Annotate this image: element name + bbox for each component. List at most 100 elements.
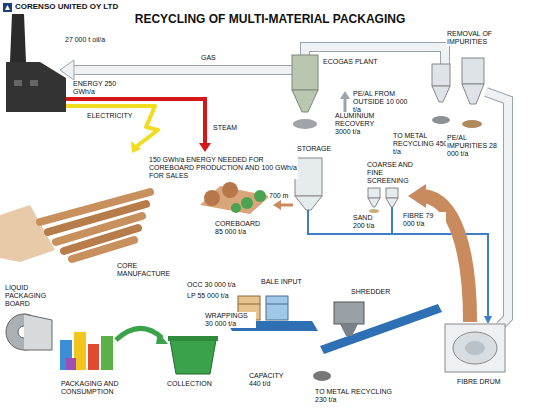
flow-label: COARSE AND FINE SCREENING <box>366 161 420 184</box>
fibre-arrow <box>408 184 470 322</box>
bale-conveyor <box>238 304 260 305</box>
flow-label: ALUMINIUM RECOVERY 3000 t/a <box>334 112 386 135</box>
flow-label: FIBRE DRUM <box>456 378 502 386</box>
flow-label: ECOGAS PLANT <box>322 58 378 66</box>
flow-label: COREBOARD 85 000 t/a <box>214 220 268 236</box>
pe-al-inlet-arrow <box>340 91 350 112</box>
storage-silo <box>295 158 322 196</box>
coreboard-machine <box>200 182 270 214</box>
flow-label: GAS <box>200 54 217 62</box>
stock-arrow <box>273 200 293 210</box>
screening-cyclones <box>368 188 380 198</box>
fibre-drum <box>445 324 505 372</box>
flow-label: FIBRE 79 000 t/a <box>402 212 446 228</box>
coreboard-machine <box>254 190 266 202</box>
gas-duct <box>60 47 445 80</box>
ecogas-cyclone <box>292 90 318 112</box>
cartons <box>101 336 113 370</box>
power-plant <box>10 14 26 62</box>
flow-label: BALE INPUT <box>260 278 303 286</box>
screening-cyclones <box>368 188 398 213</box>
flow-label: PE/AL FROM OUTSIDE 10 000 t/a <box>352 90 416 113</box>
reject-return-duct <box>486 92 508 326</box>
flow-label: LP 55 000 t/a <box>186 292 230 300</box>
cartons <box>88 344 99 370</box>
logo-mark <box>3 3 12 12</box>
gas-duct <box>72 65 292 75</box>
flow-label: LIQUID PACKAGING BOARD <box>4 284 64 307</box>
electricity-line <box>66 106 158 146</box>
water-line <box>484 316 492 324</box>
flow-label: CAPACITY 440 t/d <box>248 372 292 388</box>
collection-arrow <box>116 328 168 344</box>
shredder <box>334 302 364 324</box>
fibre-drum <box>453 332 497 364</box>
fibre-drum <box>445 324 505 372</box>
screening-cyclones <box>369 209 379 213</box>
storage-silo <box>295 196 322 210</box>
ecogas-cyclone <box>292 55 318 90</box>
reject-return-duct <box>486 92 508 326</box>
coreboard-machine <box>222 182 238 198</box>
impurity-cyclones <box>432 58 484 128</box>
shredder <box>340 324 358 336</box>
steam-line <box>199 143 211 152</box>
flow-label: CORE MANUFACTURE <box>116 262 170 278</box>
gas-duct <box>305 47 445 72</box>
flow-label: COLLECTION <box>166 380 213 388</box>
collection-bin <box>168 336 218 341</box>
flow-label: ENERGY 250 GWh/a <box>72 80 122 96</box>
gas-duct <box>72 66 292 74</box>
board-reel <box>24 314 52 350</box>
bale-conveyor <box>226 296 442 354</box>
flow-label: WRAPPINGS 30 000 t/a <box>204 312 256 328</box>
diagram-title: RECYCLING OF MULTI-MATERIAL PACKAGING <box>110 12 430 26</box>
power-plant <box>6 14 66 112</box>
bale-conveyor <box>266 304 288 305</box>
coreboard-machine <box>241 197 253 209</box>
impurity-cyclones <box>432 64 450 86</box>
gas-duct <box>305 47 445 72</box>
collection-arrow <box>116 328 162 340</box>
flow-label: CORENSO UNITED OY LTD <box>14 3 119 12</box>
electricity-line <box>131 141 141 153</box>
flow-label: REMOVAL OF IMPURITIES <box>446 30 500 46</box>
pe-al-inlet-arrow <box>340 91 350 99</box>
flow-label: TO METAL RECYCLING 450 t/a <box>392 132 449 155</box>
screening-cyclones <box>368 198 380 207</box>
reject-return-duct <box>486 92 508 326</box>
ecogas-cyclone <box>292 55 318 129</box>
flow-label: ELECTRICITY <box>86 112 134 120</box>
bale-conveyor <box>266 296 288 320</box>
cartons <box>66 358 76 370</box>
storage-silo <box>295 158 322 210</box>
coreboard-machine <box>204 190 220 206</box>
screening-cyclones <box>386 198 398 207</box>
stock-arrow <box>273 200 281 210</box>
collection-arrow <box>156 332 168 344</box>
impurity-cyclones <box>462 84 484 104</box>
board-reel <box>6 314 52 350</box>
logo-mark <box>3 3 12 12</box>
fibre-arrow <box>408 184 426 208</box>
flow-label: PACKAGING AND CONSUMPTION <box>60 380 132 396</box>
ecogas-cyclone <box>293 119 317 129</box>
flow-label: SHREDDER <box>350 288 391 296</box>
impurity-cyclones <box>462 120 482 128</box>
impurity-cyclones <box>432 116 450 124</box>
core-tubes <box>0 192 150 262</box>
flow-label: SAND 200 t/a <box>352 214 386 230</box>
flow-label: OCC 30 000 t/a <box>186 281 237 289</box>
logo-mark <box>5 5 10 10</box>
flow-label: STEAM <box>212 124 238 132</box>
flow-label: 27 000 t oil/a <box>64 36 106 44</box>
flow-label: 150 GWh/a ENERGY NEEDED FOR COREBOARD PR… <box>148 156 298 179</box>
flow-label: TO METAL RECYCLING 230 t/a <box>314 388 406 404</box>
pe-al-inlet-arrow <box>344 98 347 112</box>
stock-arrow <box>280 204 293 207</box>
fibre-drum <box>465 341 485 355</box>
cartons <box>60 332 113 370</box>
screening-cyclones <box>386 188 398 198</box>
